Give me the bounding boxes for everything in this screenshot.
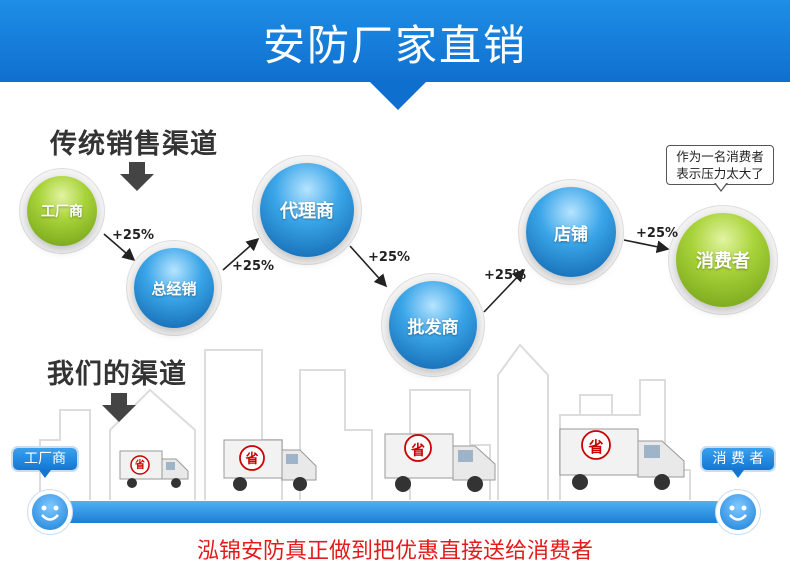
markup-label: +25% <box>484 268 527 283</box>
tag-pointer <box>732 470 744 478</box>
node-agent: 代理商 <box>260 163 354 257</box>
delivery-truck-icon <box>384 433 496 492</box>
truck-mark: 省 <box>135 460 145 471</box>
delivery-truck-icon <box>119 450 189 488</box>
smiley-icon <box>32 494 68 530</box>
down-arrow-icon <box>120 162 154 191</box>
delivery-truck-icon <box>559 428 685 490</box>
markup-label: +25% <box>232 259 275 274</box>
node-general-distributor: 总经销 <box>134 248 214 328</box>
our-channel-title: 我们的渠道 <box>47 359 187 390</box>
markup-label: +25% <box>368 250 411 265</box>
factory-tag: 工厂商 <box>13 448 77 470</box>
down-arrow-icon <box>102 393 136 422</box>
node-factory: 工厂商 <box>27 176 97 246</box>
node-consumer: 消费者 <box>676 213 770 307</box>
page-title: 安防厂家直销 <box>262 21 527 70</box>
markup-label: +25% <box>636 226 679 241</box>
slogan-text: 泓锦安防真正做到把优惠直接送给消费者 <box>196 539 593 564</box>
banner-pointer <box>368 80 428 110</box>
truck-mark: 省 <box>245 452 259 467</box>
bubble-line: 表示压力太大了 <box>676 166 764 181</box>
traditional-channel-title: 传统销售渠道 <box>50 129 218 160</box>
bubble-tail-inner <box>715 182 727 190</box>
delivery-truck-icon <box>223 439 317 491</box>
tag-pointer <box>39 470 51 478</box>
truck-mark: 省 <box>588 438 604 456</box>
consumer-speech-bubble: 作为一名消费者 表示压力太大了 <box>666 145 774 185</box>
node-store: 店铺 <box>526 187 616 277</box>
header-banner: 安防厂家直销 <box>0 0 790 82</box>
consumer-tag: 消 费 者 <box>702 448 774 470</box>
markup-label: +25% <box>112 228 155 243</box>
bubble-line: 作为一名消费者 <box>676 149 764 164</box>
direct-delivery-bar <box>40 501 740 523</box>
node-wholesaler: 批发商 <box>389 281 477 369</box>
truck-mark: 省 <box>411 443 425 459</box>
smiley-icon <box>720 494 756 530</box>
